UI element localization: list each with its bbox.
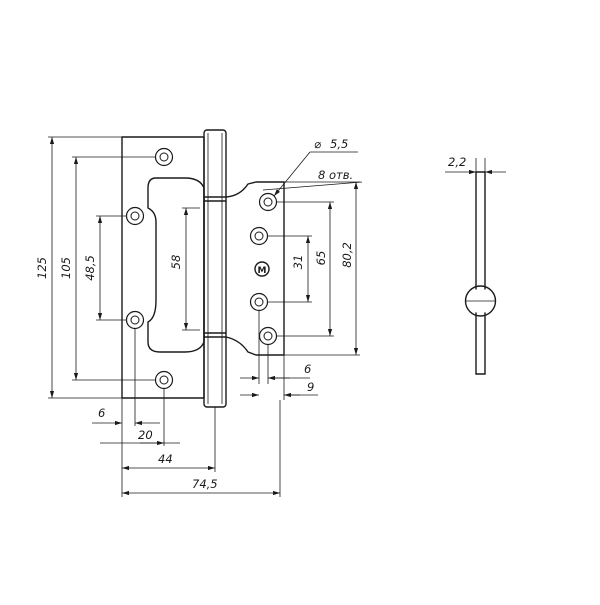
dimension-label: 9 xyxy=(307,380,314,394)
hinge-knuckle xyxy=(203,129,227,408)
dimension-edge-6: 6 xyxy=(92,406,160,426)
dimension-label: 44 xyxy=(158,452,173,466)
dimension-hole-20: 20 xyxy=(100,428,180,446)
hole xyxy=(154,147,174,167)
dimension-label: 2,2 xyxy=(448,155,466,169)
hole xyxy=(125,206,145,226)
left-hinge-leaf xyxy=(121,136,205,399)
dimension-total-height: 125 xyxy=(35,136,122,399)
dimension-spacing-31: 31 xyxy=(267,235,312,303)
bottom-extension-lines xyxy=(121,328,281,497)
hole-diameter-label: 5,5 xyxy=(330,137,348,151)
dimension-total-width: 74,5 xyxy=(122,477,280,496)
dimension-label: 20 xyxy=(138,428,153,442)
dimension-small-6-9: 6 9 xyxy=(240,310,318,400)
dimension-label: 125 xyxy=(35,257,49,279)
hole xyxy=(258,326,278,346)
dimension-thickness: 2,2 xyxy=(445,155,506,176)
right-hinge-leaf xyxy=(225,181,285,356)
dimension-label: 80,2 xyxy=(340,242,354,268)
dimension-axis-44: 44 xyxy=(122,452,215,471)
hole xyxy=(258,192,278,212)
hole xyxy=(249,292,269,312)
dimension-label: 74,5 xyxy=(192,477,218,491)
hole-diameter-callout: ⌀ 5,5 8 отв. xyxy=(262,137,363,197)
hinge-side-view xyxy=(464,171,497,375)
hole xyxy=(125,310,145,330)
dimension-label: 58 xyxy=(169,255,183,270)
dimension-label: 65 xyxy=(314,251,328,266)
dimension-label: 6 xyxy=(98,406,105,420)
dimension-spacing-48-5: 48,5 xyxy=(83,215,127,321)
hole xyxy=(249,226,269,246)
hole xyxy=(154,370,174,390)
dimension-label: 105 xyxy=(59,257,73,279)
dimension-label: 6 xyxy=(304,362,311,376)
dimension-label: 31 xyxy=(291,255,305,270)
dimension-spacing-80-2: 80,2 xyxy=(284,181,360,356)
hole-count-label: 8 отв. xyxy=(318,168,353,182)
dimension-cutout-58: 58 xyxy=(169,207,200,331)
dimension-height-105: 105 xyxy=(59,156,156,381)
right-leaf-holes xyxy=(249,192,278,346)
logo-letter: M xyxy=(258,266,267,276)
manufacturer-logo: M xyxy=(254,261,270,277)
dimension-label: 48,5 xyxy=(83,255,97,281)
diameter-symbol: ⌀ xyxy=(314,137,321,151)
dimension-spacing-65: 65 xyxy=(276,201,334,337)
